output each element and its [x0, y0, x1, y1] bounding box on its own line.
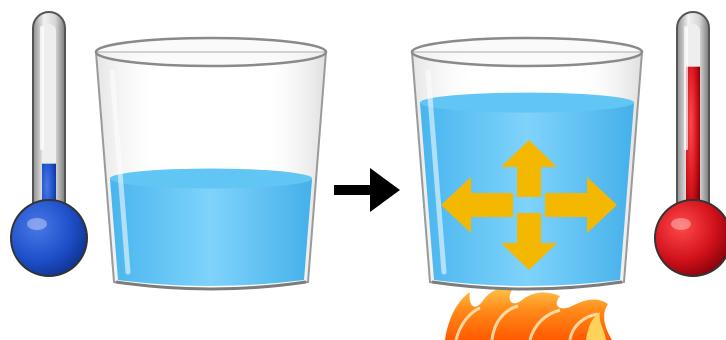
right-arrow-icon	[334, 168, 400, 212]
water-surface	[420, 93, 634, 113]
water-surface	[110, 169, 312, 189]
thermometer-shine	[684, 26, 688, 150]
thermometer-bulb-highlight	[27, 218, 47, 230]
water-volume	[110, 179, 312, 287]
beaker-before-heating	[96, 38, 326, 289]
thermometer-shine	[40, 26, 44, 150]
arrow-shaft	[334, 185, 374, 195]
thermometer-bulb-highlight	[671, 218, 691, 230]
thermometer-bulb	[655, 200, 726, 276]
flame-icon	[445, 289, 612, 340]
thermometer-bulb	[11, 200, 87, 276]
glass-rim	[412, 38, 642, 66]
glass-rim	[96, 38, 326, 66]
cold-thermometer	[11, 12, 87, 276]
hot-thermometer	[655, 12, 726, 276]
arrow-head	[370, 168, 400, 212]
